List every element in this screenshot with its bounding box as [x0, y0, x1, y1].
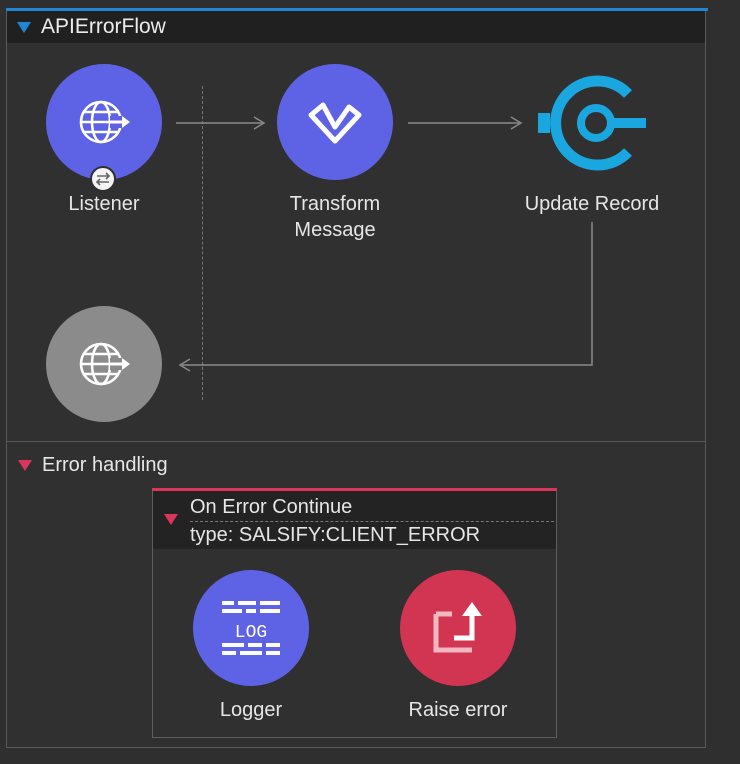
on-error-continue-header — [153, 491, 556, 549]
error-type-text: type: SALSIFY:CLIENT_ERROR — [190, 524, 481, 546]
salsify-connector-icon — [538, 75, 646, 171]
on-error-continue-title: On Error Continue — [190, 496, 353, 518]
error-handling-title: Error handling — [42, 454, 168, 476]
listener-label: Listener — [68, 193, 140, 215]
exchange-arrows-icon — [90, 166, 116, 192]
transform-message-node[interactable] — [277, 64, 393, 180]
collapse-triangle-icon[interactable] — [164, 514, 178, 525]
raise-error-node[interactable] — [400, 570, 516, 686]
flow-title: APIErrorFlow — [41, 15, 166, 38]
update-record-label: Update Record — [524, 193, 660, 215]
update-record-node[interactable] — [532, 64, 648, 180]
log-icon: LOG — [222, 601, 280, 655]
collapse-triangle-icon[interactable] — [18, 460, 32, 471]
flow-accent-bar — [6, 8, 708, 11]
dataweave-icon — [308, 102, 362, 144]
log-icon-text: LOG — [235, 623, 267, 643]
section-divider — [7, 441, 705, 442]
transform-message-label: Transform Message — [289, 193, 381, 241]
collapse-triangle-icon[interactable] — [17, 21, 31, 33]
raise-error-label: Raise error — [408, 699, 508, 721]
logger-node[interactable]: LOG — [193, 570, 309, 686]
raise-error-icon — [433, 602, 482, 653]
error-handling-header[interactable]: Error handling — [18, 454, 168, 477]
flow-header[interactable]: APIErrorFlow — [7, 11, 705, 43]
globe-arrow-icon — [79, 100, 134, 144]
listener-node[interactable] — [46, 64, 162, 180]
flow-source-divider — [202, 86, 203, 400]
error-accent-bar — [152, 488, 557, 491]
header-dashed-divider — [190, 521, 554, 522]
logger-label: Logger — [219, 699, 283, 721]
globe-arrow-icon — [79, 342, 134, 386]
listener-response-node[interactable] — [46, 306, 162, 422]
